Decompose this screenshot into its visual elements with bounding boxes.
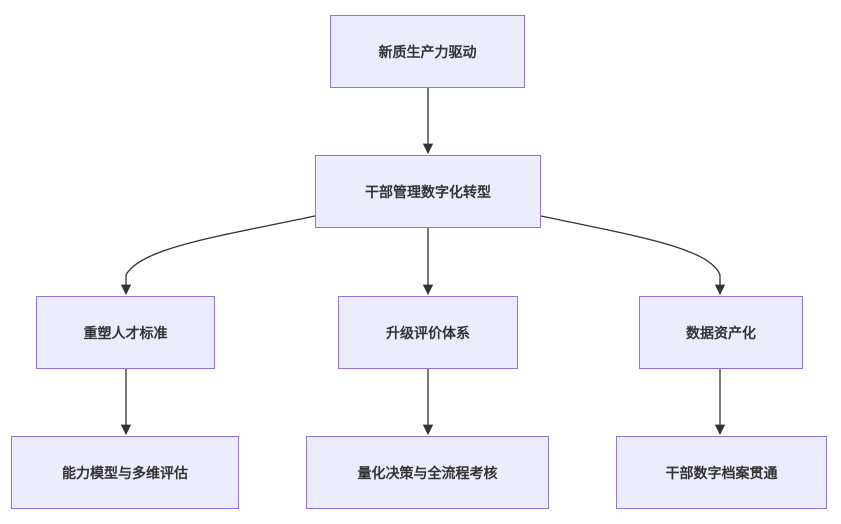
node-reshape: 重塑人才标准 [36,296,215,369]
node-transform: 干部管理数字化转型 [315,155,541,228]
node-upgrade: 升级评价体系 [338,296,518,369]
edge-transform-asset [540,215,726,296]
node-quantify: 量化决策与全流程考核 [306,436,549,509]
node-asset: 数据资产化 [639,296,803,369]
edge-transform-reshape [120,215,316,296]
node-ability: 能力模型与多维评估 [11,436,239,509]
node-root: 新质生产力驱动 [330,15,525,88]
node-archive: 干部数字档案贯通 [616,436,827,509]
